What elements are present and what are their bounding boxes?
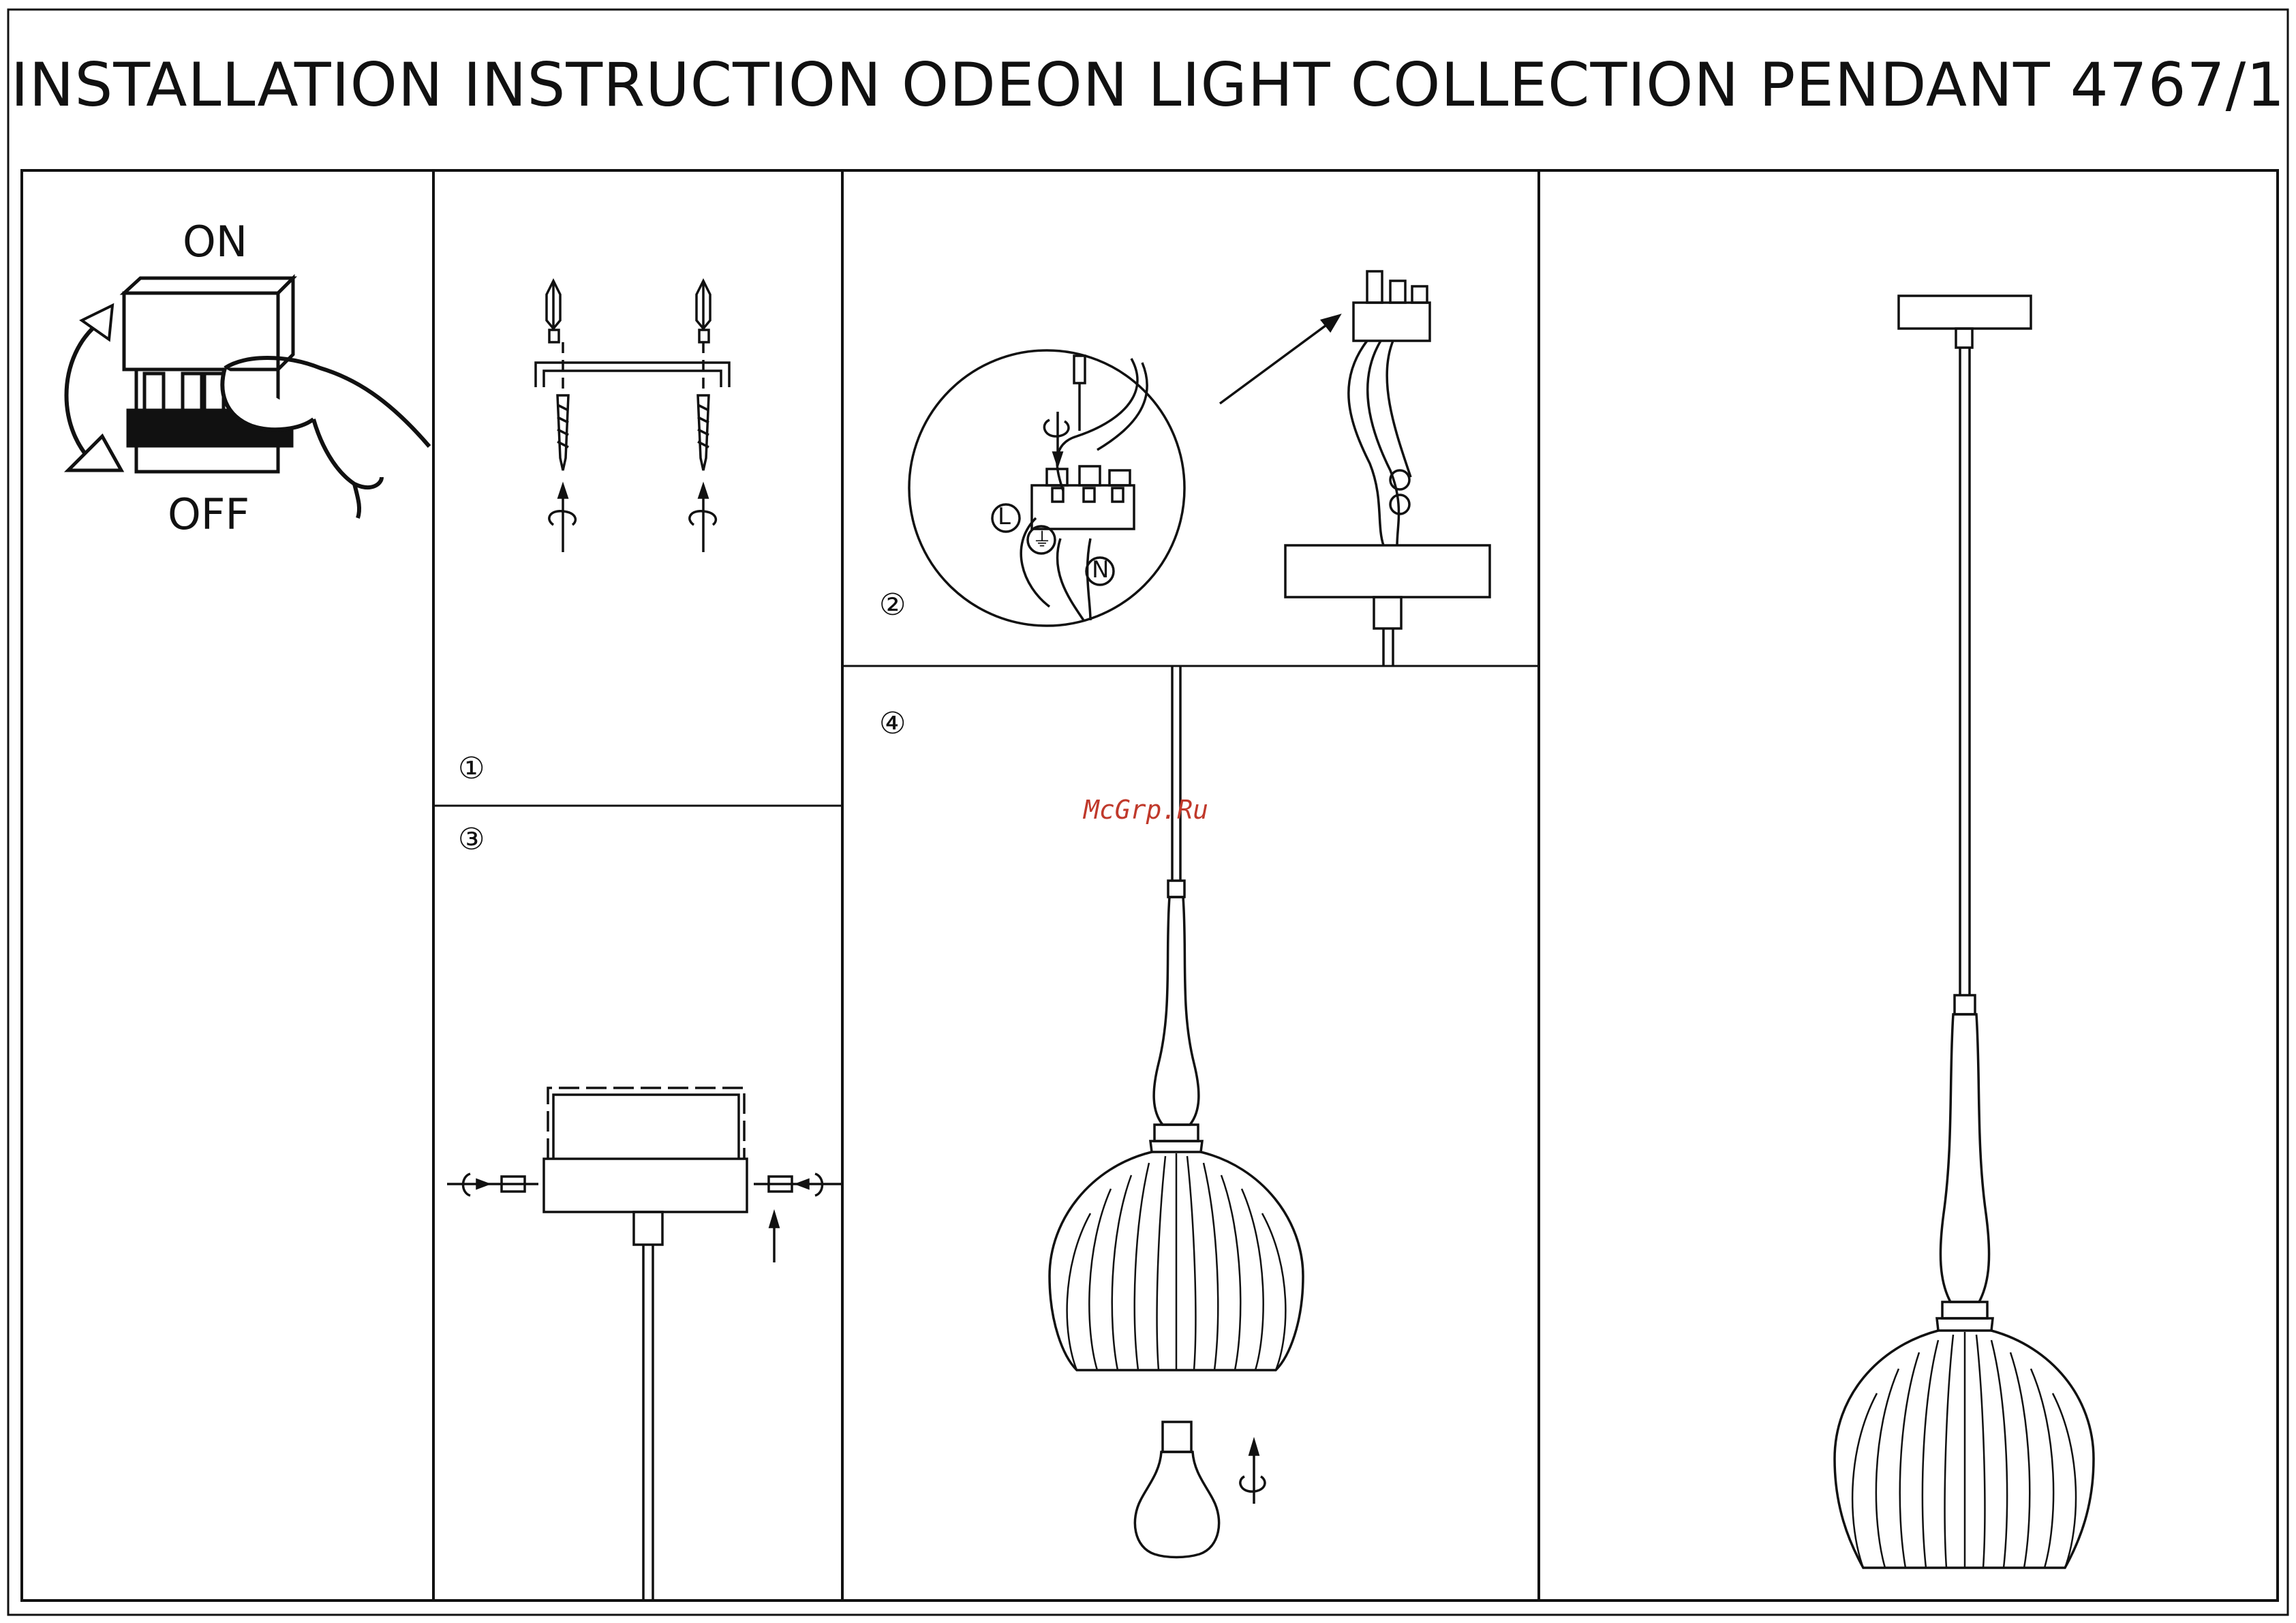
earth-wire-label: ⏚ — [1032, 525, 1052, 552]
wiring-illustration — [909, 271, 1490, 666]
step-1-marker: ① — [458, 751, 485, 786]
neutral-wire-label: N — [1092, 556, 1109, 583]
power-switch-illustration — [67, 278, 430, 518]
live-wire-label: L — [998, 503, 1011, 530]
document-title: INSTALLATION INSTRUCTION ODEON LIGHT COL… — [8, 10, 2288, 160]
mounting-hardware-illustration — [536, 281, 729, 552]
switch-off-label: OFF — [168, 489, 249, 539]
watermark: McGrp.Ru — [1084, 795, 1208, 825]
step-3-marker: ③ — [458, 822, 485, 857]
canopy-fixing-illustration — [447, 1088, 842, 1601]
switch-on-label: ON — [183, 217, 247, 267]
assembled-pendant-illustration — [1835, 296, 2094, 1568]
step-2-marker: ② — [879, 588, 906, 622]
step-4-marker: ④ — [879, 706, 906, 741]
